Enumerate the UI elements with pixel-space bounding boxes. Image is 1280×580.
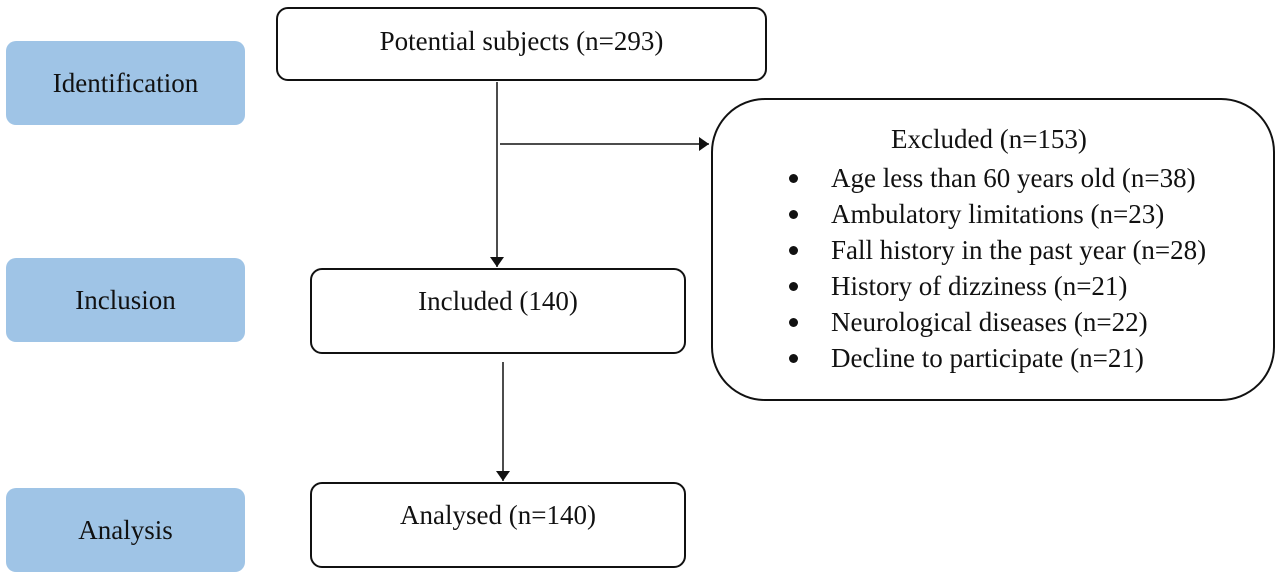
phase-identification: Identification (6, 41, 245, 125)
exclusion-reason: Age less than 60 years old (n=38) (781, 160, 1206, 196)
analysed-box: Analysed (n=140) (310, 482, 686, 568)
phase-analysis-label: Analysis (78, 514, 173, 545)
bullet-icon (789, 354, 798, 363)
included-box: Included (140) (310, 268, 686, 354)
exclusion-reason-text: History of dizziness (n=21) (831, 271, 1128, 301)
included-label: Included (140) (418, 286, 578, 316)
exclusion-reason: Ambulatory limitations (n=23) (781, 196, 1206, 232)
exclusion-reason-text: Ambulatory limitations (n=23) (831, 199, 1165, 229)
exclusion-reasons-list: Age less than 60 years old (n=38) Ambula… (781, 160, 1206, 376)
exclusion-reason: Fall history in the past year (n=28) (781, 232, 1206, 268)
analysed-label: Analysed (n=140) (400, 500, 596, 530)
exclusion-reason-text: Fall history in the past year (n=28) (831, 235, 1207, 265)
exclusion-reason-text: Neurological diseases (n=22) (831, 307, 1148, 337)
phase-identification-label: Identification (52, 67, 199, 98)
phase-inclusion-label: Inclusion (75, 284, 176, 315)
potential-subjects-label: Potential subjects (n=293) (379, 25, 664, 56)
exclusion-reason: History of dizziness (n=21) (781, 268, 1206, 304)
phase-analysis: Analysis (6, 488, 245, 572)
excluded-box: Excluded (n=153) Age less than 60 years … (711, 98, 1275, 401)
bullet-icon (789, 318, 798, 327)
exclusion-reason: Neurological diseases (n=22) (781, 304, 1206, 340)
exclusion-reason-text: Age less than 60 years old (n=38) (831, 163, 1196, 193)
exclusion-reason-text: Decline to participate (n=21) (831, 343, 1144, 373)
potential-subjects-box: Potential subjects (n=293) (276, 7, 767, 81)
exclusion-reason: Decline to participate (n=21) (781, 340, 1206, 376)
bullet-icon (789, 174, 798, 183)
phase-inclusion: Inclusion (6, 258, 245, 342)
bullet-icon (789, 282, 798, 291)
bullet-icon (789, 246, 798, 255)
bullet-icon (789, 210, 798, 219)
excluded-title: Excluded (n=153) (891, 124, 1087, 154)
